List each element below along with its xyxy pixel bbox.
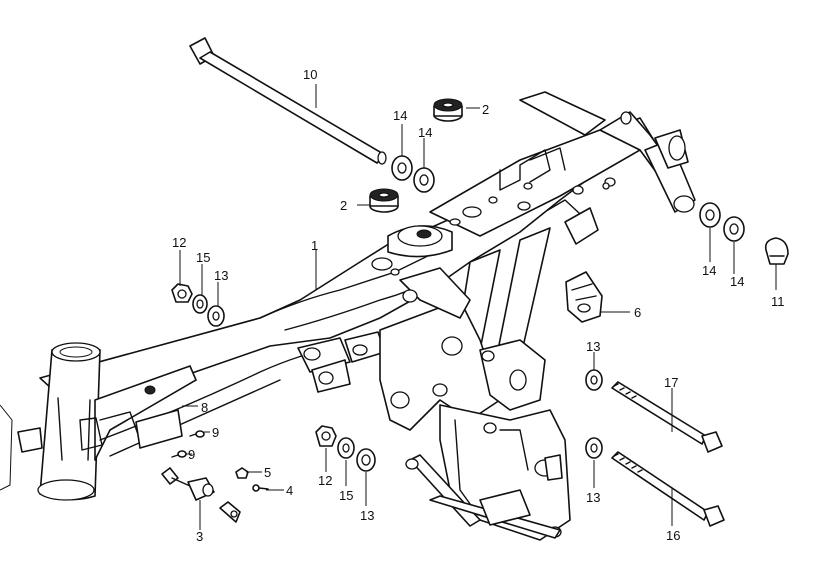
callout-2-lower: 2 [340,198,347,213]
washer-13b [356,448,376,472]
plate-8 [135,409,183,449]
washer-14c [699,202,721,228]
callout-8: 8 [201,400,208,415]
washer-14b [413,167,435,193]
screw-9b [171,450,187,458]
callout-12-left: 12 [172,235,186,250]
pivot-shaft [189,37,387,165]
washer-15b [337,437,355,459]
callout-1: 1 [311,238,318,253]
washer-13c [585,369,603,391]
steering-lock [161,467,241,523]
washer-13d [585,437,603,459]
callout-17: 17 [664,375,678,390]
leader-lines [179,84,777,530]
callout-10: 10 [303,67,317,82]
callout-labels: 1 2 2 3 4 5 6 8 9 9 10 11 12 12 13 13 13… [172,67,785,544]
callout-15-bottom: 15 [339,488,353,503]
callout-4: 4 [286,483,293,498]
callout-14-c: 14 [702,263,716,278]
bushing-lower [369,188,399,213]
callout-13-left: 13 [214,268,228,283]
callout-2-upper: 2 [482,102,489,117]
washer-13a [207,305,225,327]
callout-6: 6 [634,305,641,320]
callout-16: 16 [666,528,680,543]
washer-14a [391,155,413,181]
callout-14-a: 14 [393,108,407,123]
callout-15-left: 15 [196,250,210,265]
cap-nut [764,237,789,265]
callout-14-d: 14 [730,274,744,289]
clamp [565,271,603,323]
callout-11: 11 [771,294,785,309]
callout-9-upper: 9 [212,425,219,440]
callout-5: 5 [264,465,271,480]
callout-13-right-upper: 13 [586,339,600,354]
callout-13-right-lower: 13 [586,490,600,505]
callout-14-b: 14 [418,125,432,140]
nut-12b [315,425,337,447]
callout-9-lower: 9 [188,447,195,462]
callout-13-bottom: 13 [360,508,374,523]
nut-12a [171,283,193,303]
nut-5 [235,467,249,479]
callout-12-bottom: 12 [318,473,332,488]
washer-14d [723,216,745,242]
callout-3: 3 [196,529,203,544]
bushing-upper [433,98,463,122]
screw-4 [252,484,269,492]
bolt-17 [611,381,723,453]
bolt-16 [611,451,725,527]
washer-15a [192,294,208,314]
main-frame [0,91,696,541]
screw-9a [189,430,205,438]
